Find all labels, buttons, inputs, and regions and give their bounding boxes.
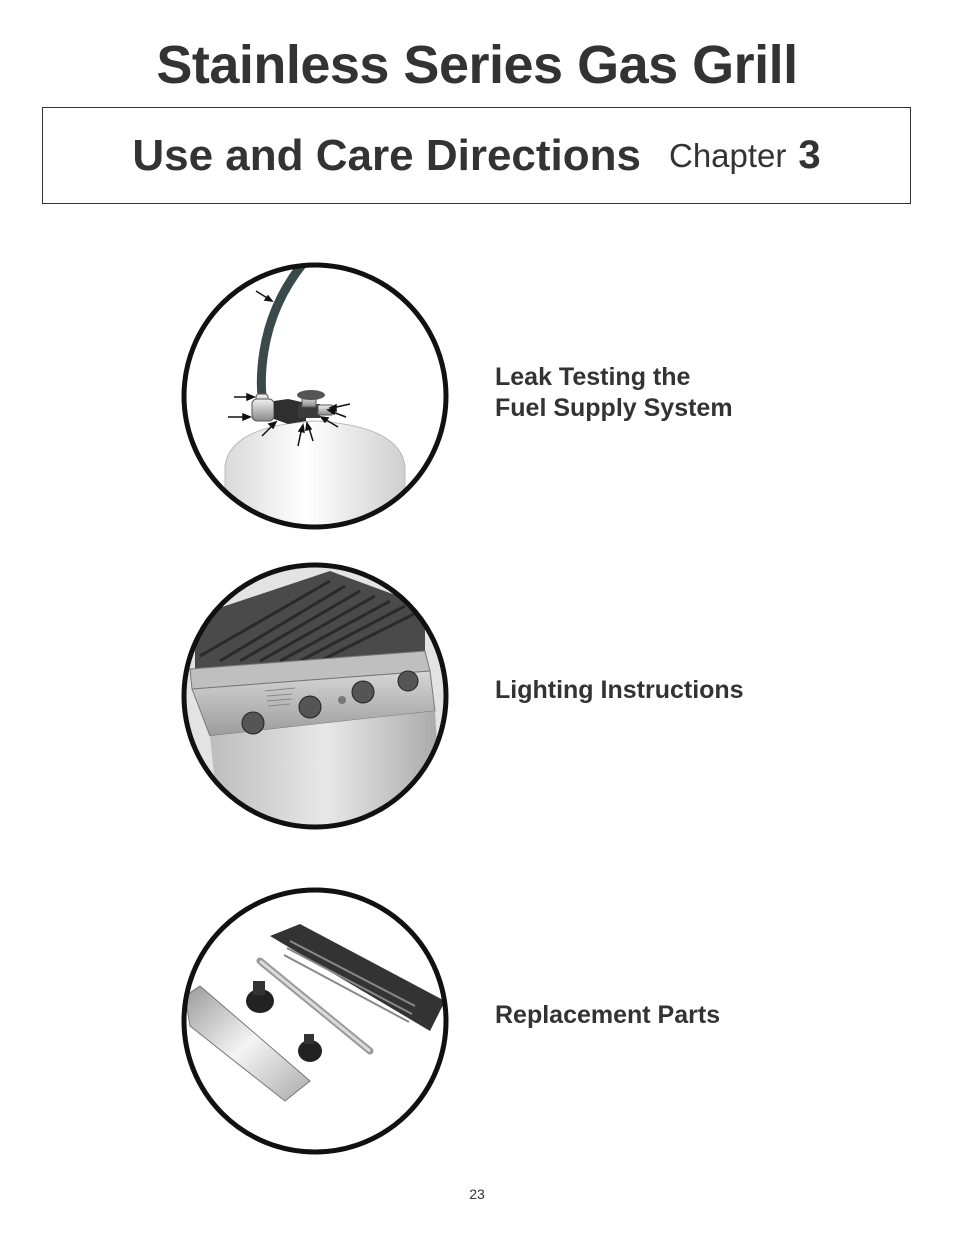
chapter-title: Use and Care Directions — [132, 130, 641, 180]
propane-tank-valve-icon — [181, 262, 449, 530]
section-label: Leak Testing the Fuel Supply System — [495, 362, 733, 424]
grill-parts-icon — [181, 887, 449, 1155]
page-number: 23 — [469, 1186, 485, 1202]
section-label: Replacement Parts — [495, 1001, 721, 1029]
section-leak-testing: Leak Testing the Fuel Supply System — [180, 261, 880, 531]
chapter-number: 3 — [798, 133, 821, 177]
chapter-banner: Use and Care Directions Chapter 3 — [42, 107, 911, 204]
section-lighting-instructions: Lighting Instructions — [180, 561, 880, 831]
section-replacement-parts: Replacement Parts — [180, 886, 880, 1156]
page-title: Stainless Series Gas Grill — [156, 35, 798, 95]
section-label: Lighting Instructions — [495, 676, 744, 704]
chapter-label: Chapter — [668, 136, 787, 174]
grill-control-panel-icon — [181, 562, 449, 830]
section-label-line-2: Fuel Supply System — [495, 394, 733, 422]
section-label-line-1: Leak Testing the — [495, 363, 691, 391]
